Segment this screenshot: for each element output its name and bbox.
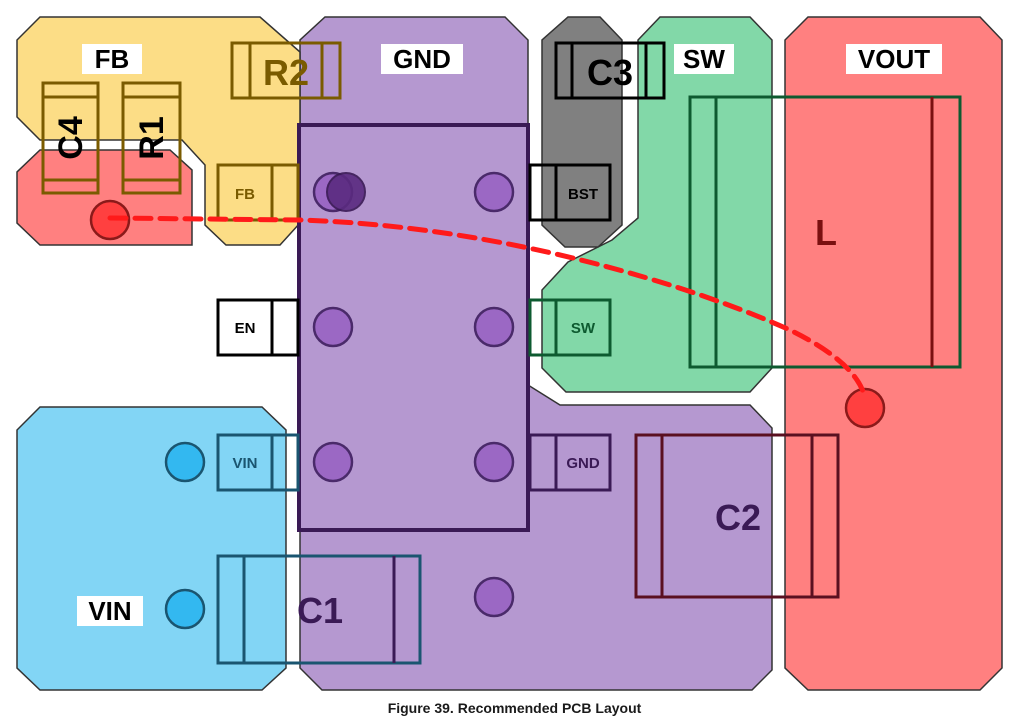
c4-label: C4 <box>52 116 90 160</box>
region-vout-label: VOUT <box>858 44 930 74</box>
c1-label: C1 <box>297 590 343 631</box>
via <box>312 306 354 348</box>
c3-label: C3 <box>587 52 633 93</box>
c2-label: C2 <box>715 497 761 538</box>
pin-sw-pad <box>528 298 612 357</box>
vout-region <box>784 16 1003 691</box>
vin-vias <box>164 441 206 630</box>
via <box>164 441 206 483</box>
pin-vin-pad <box>216 433 300 492</box>
via <box>473 576 515 618</box>
pin-en-pad <box>216 298 300 357</box>
capacitor-c4 <box>41 81 100 195</box>
fb-sense-trace <box>107 215 868 401</box>
l-label: L <box>815 212 837 253</box>
fb-via <box>326 172 366 212</box>
region-sw-label: SW <box>683 44 725 74</box>
capacitor-c1 <box>216 554 422 665</box>
pin-bst-pad <box>528 163 612 222</box>
via <box>164 588 206 630</box>
capacitor-c3 <box>554 41 666 100</box>
vout-fb-pad-region <box>16 149 193 246</box>
inductor-l <box>688 95 962 369</box>
pin-vin-label: VIN <box>232 455 257 472</box>
via <box>473 441 515 483</box>
region-vin-label: VIN <box>88 596 131 626</box>
pin-gnd-label: GND <box>566 455 600 472</box>
resistor-r1 <box>121 81 182 195</box>
resistor-r2 <box>230 41 342 100</box>
gnd-region <box>299 16 773 691</box>
pin-sw-label: SW <box>571 320 596 337</box>
r2-label: R2 <box>263 52 309 93</box>
r1-label: R1 <box>133 116 171 159</box>
pin-bst-label: BST <box>568 186 598 203</box>
pin-gnd-pad <box>528 433 612 492</box>
region-gnd-label: GND <box>393 44 451 74</box>
pin-en-label: EN <box>235 320 256 337</box>
vout-via <box>844 387 886 429</box>
c3-region <box>541 16 623 248</box>
pin-fb-label: FB <box>235 186 255 203</box>
capacitor-c2 <box>634 433 840 599</box>
via <box>312 441 354 483</box>
region-fb-label: FB <box>95 44 130 74</box>
via <box>473 171 515 213</box>
vin-region <box>16 406 287 691</box>
via <box>473 306 515 348</box>
figure-caption: Figure 39. Recommended PCB Layout <box>387 700 642 716</box>
